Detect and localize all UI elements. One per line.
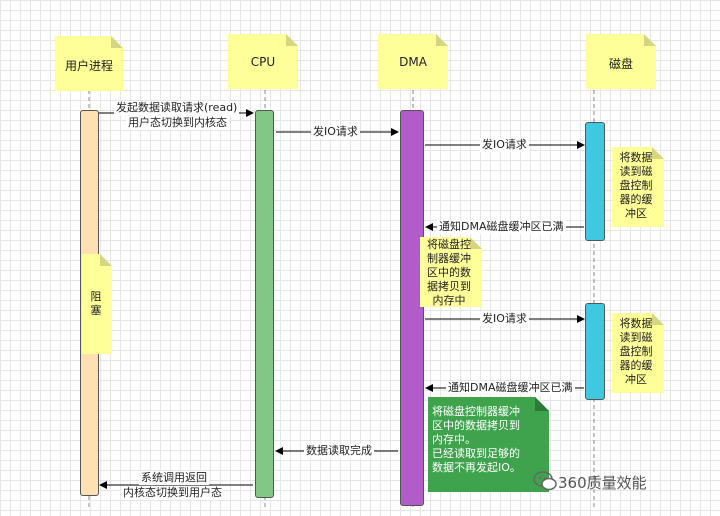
blocking-note-text: 阻 塞 [90, 290, 102, 317]
disk-activation-bar-1 [585, 122, 605, 241]
actor-dma-label: DMA [399, 55, 427, 69]
msg-dma-io-request-1: 发IO请求 [480, 138, 529, 152]
msg-syscall-return: 系统调用返回 [139, 471, 209, 485]
disk-note-1 [612, 147, 664, 227]
msg-read-request: 发起数据读取请求(read) [114, 101, 240, 115]
actor-user-box [55, 36, 123, 91]
msg-user-to-kernel: 用户态切换到内核态 [126, 116, 229, 130]
cpu-activation-bar [255, 110, 274, 498]
actor-dma-box [378, 34, 448, 89]
actor-cpu-label: CPU [250, 55, 276, 69]
actor-disk-label: 磁盘 [608, 57, 633, 71]
actor-user-label: 用户进程 [64, 59, 113, 73]
watermark-text: 360质量效能 [558, 474, 647, 492]
final-green-note [428, 397, 549, 492]
wechat-icon [533, 471, 557, 491]
msg-buffer-full-1: 通知DMA磁盘缓冲区已满 [437, 220, 566, 234]
actor-cpu-box [228, 34, 298, 89]
msg-cpu-io-request: 发IO请求 [311, 125, 360, 139]
final-green-note-text: 将磁盘控制器缓冲 区中的数据拷贝到 内存中。 已经读取到足够的 数据不再发起IO… [432, 405, 521, 474]
msg-read-complete: 数据读取完成 [304, 444, 374, 458]
disk-note-2-text: 将数据 读到磁 盘控制 器的缓 冲区 [619, 317, 653, 386]
dma-activation-bar [400, 110, 424, 506]
disk-note-1-text: 将数据 读到磁 盘控制 器的缓 冲区 [619, 151, 653, 220]
msg-kernel-to-user: 内核态切换到用户态 [121, 486, 224, 500]
blocking-note [82, 254, 112, 354]
actor-disk-box [586, 34, 656, 89]
msg-buffer-full-2: 通知DMA磁盘缓冲区已满 [446, 381, 575, 395]
msg-dma-io-request-2: 发IO请求 [480, 312, 529, 326]
disk-activation-bar-2 [585, 303, 605, 400]
dma-note-text: 将磁盘控 制器缓冲 区中的数 据拷贝到 内存中 [427, 238, 471, 307]
dma-note [420, 237, 482, 307]
